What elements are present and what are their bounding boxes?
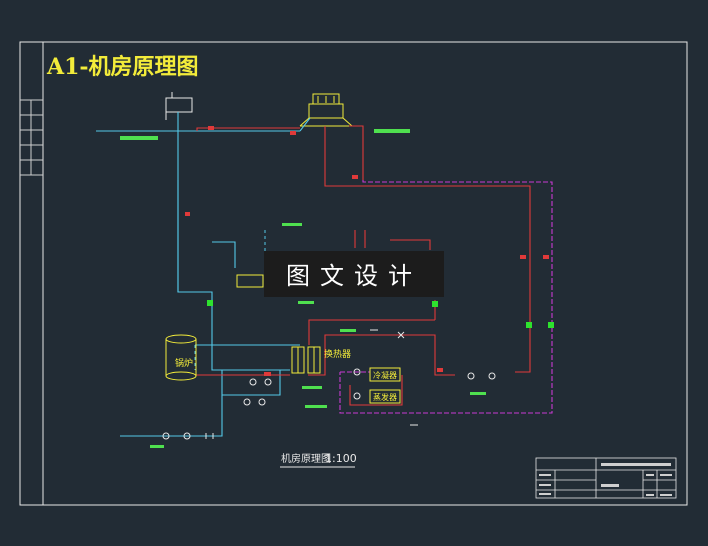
cooling-water-loop	[339, 180, 553, 414]
diagram-caption: 机房原理图	[281, 452, 331, 465]
flow-markers	[185, 126, 554, 376]
pump-valve-icons	[162, 329, 496, 440]
condenser-box	[369, 367, 401, 382]
heat-exchanger-label: 换热器	[324, 348, 351, 360]
condenser-label: 冷凝器	[373, 370, 397, 380]
title-block-text	[539, 463, 672, 496]
drawing-frame	[19, 41, 688, 506]
evaporator-label: 蒸发器	[373, 392, 397, 402]
left-margin-ticks	[20, 99, 43, 176]
pipe-annotations	[120, 129, 486, 448]
watermark-band	[264, 251, 444, 297]
dashed-branch-lines	[194, 230, 266, 370]
drawing-title: A1-机房原理图	[46, 54, 199, 80]
expansion-tank-icon	[165, 92, 193, 120]
heat-exchanger-icon	[291, 346, 321, 374]
evaporator-box	[369, 389, 401, 404]
scale-label: 1:100	[325, 452, 357, 465]
watermark-text: 图文设计	[286, 262, 422, 290]
water-tank-icon	[236, 274, 264, 288]
return-water-piping	[96, 112, 311, 437]
cooling-tower-icon	[299, 93, 353, 127]
title-block	[535, 457, 677, 499]
boiler-label: 锅炉	[175, 357, 193, 369]
boiler-icon	[165, 334, 197, 381]
